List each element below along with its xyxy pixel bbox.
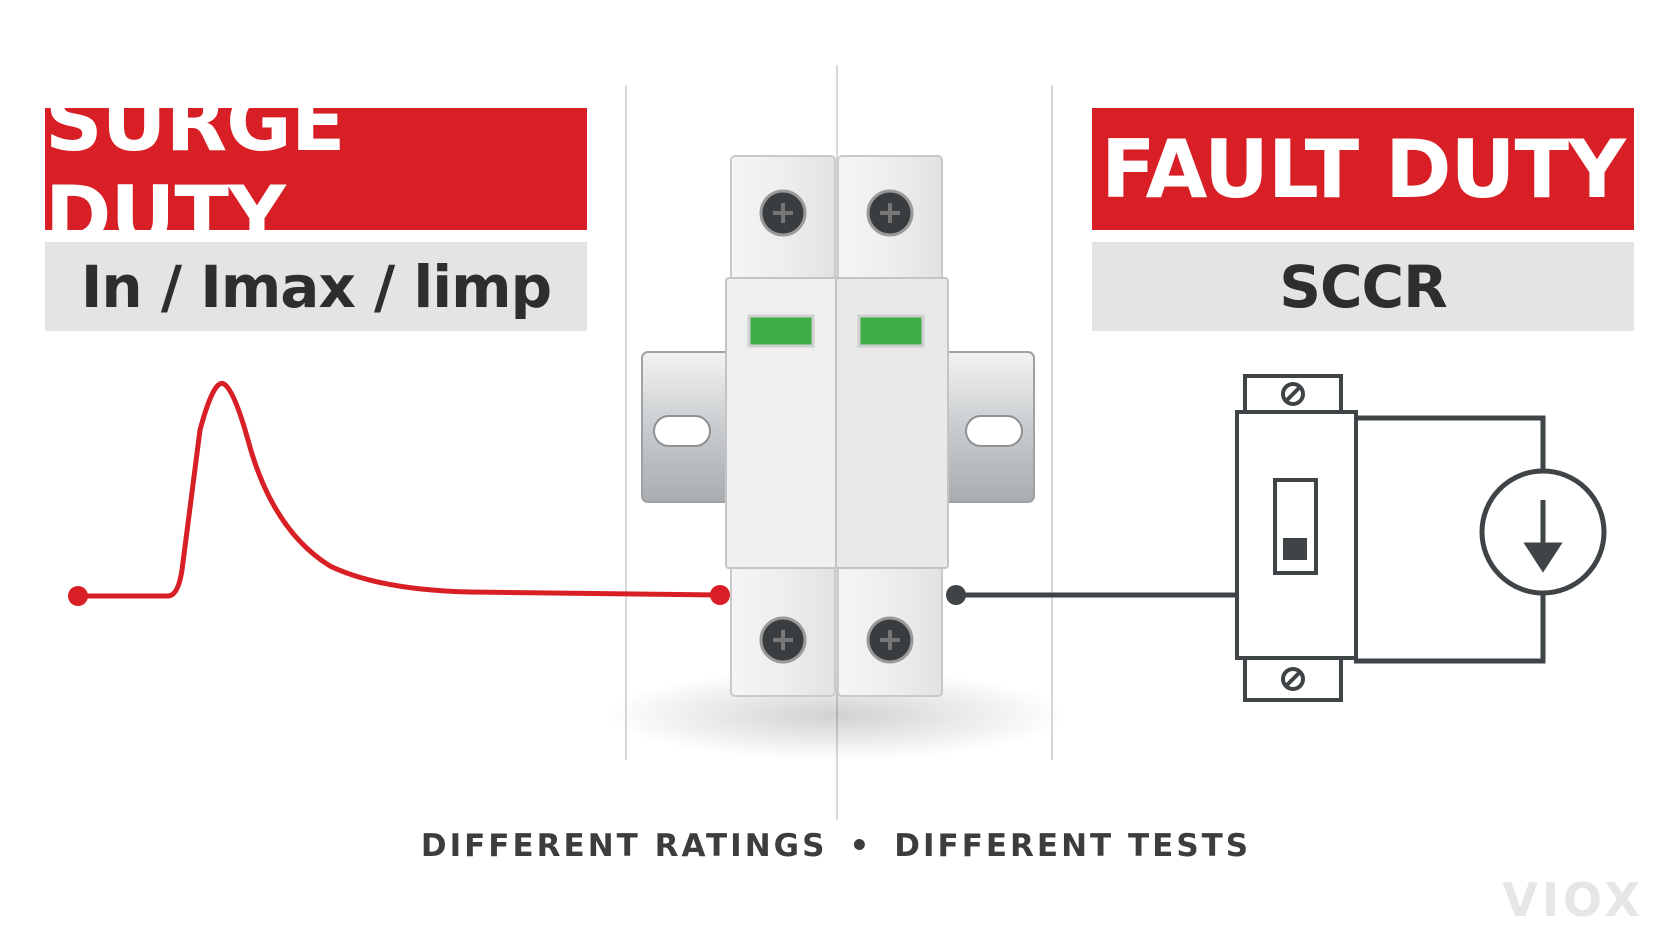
- fault-duty-rating: SCCR: [1092, 242, 1634, 331]
- spd-module-icon: [606, 155, 1066, 760]
- brand-logo: VIOX: [1502, 873, 1644, 927]
- fault-duty-title: FAULT DUTY: [1092, 108, 1634, 230]
- divider-right: [1051, 85, 1053, 760]
- divider-left: [625, 85, 627, 760]
- circuit-breaker-symbol-icon: [1235, 374, 1358, 702]
- surge-waveform-icon: [68, 380, 730, 606]
- surge-duty-ratings: In / Imax / limp: [45, 242, 587, 331]
- caption-tests: DIFFERENT TESTS: [894, 828, 1252, 864]
- caption-separator: •: [849, 828, 873, 864]
- caption: DIFFERENT RATINGS • DIFFERENT TESTS: [0, 828, 1672, 864]
- fault-circuit-wire: [946, 415, 1546, 664]
- current-source-symbol-icon: [1479, 468, 1607, 596]
- caption-ratings: DIFFERENT RATINGS: [420, 828, 828, 864]
